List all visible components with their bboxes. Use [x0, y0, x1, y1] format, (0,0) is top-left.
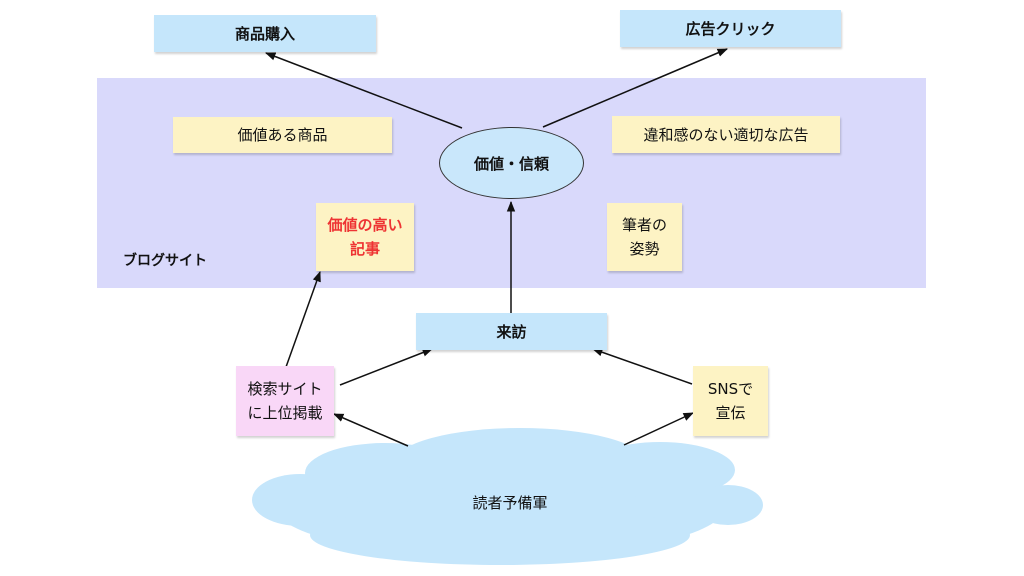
search-ranking-line2: に上位掲載 — [247, 404, 323, 422]
valuable-article-note: 価値の高い 記事 — [316, 203, 414, 271]
valuable-article-line2: 記事 — [349, 240, 380, 258]
valuable-product-label: 価値ある商品 — [237, 126, 328, 144]
sns-promo-note: SNSで 宣伝 — [693, 366, 768, 436]
arrow-search-to-article — [285, 271, 321, 368]
arrow-valuetrust-to-purchase — [265, 52, 463, 129]
writer-stance-note: 筆者の 姿勢 — [607, 203, 682, 271]
readers-label: 読者予備軍 — [472, 494, 548, 512]
visit-node: 来訪 — [416, 313, 607, 350]
appropriate-ad-label: 違和感のない適切な広告 — [643, 125, 809, 144]
purchase-label: 商品購入 — [234, 24, 295, 43]
arrow-readers-to-sns — [623, 412, 694, 446]
writer-stance-line2: 姿勢 — [629, 240, 660, 258]
valuable-product-note: 価値ある商品 — [173, 117, 392, 153]
visit-label: 来訪 — [496, 322, 527, 341]
appropriate-ad-note: 違和感のない適切な広告 — [612, 116, 840, 153]
blog-site-label: ブログサイト — [123, 253, 207, 269]
value-trust-node: 価値・信頼 — [439, 127, 584, 199]
sns-promo-line2: 宣伝 — [715, 404, 746, 422]
valuable-article-line1: 価値の高い — [327, 216, 403, 234]
arrow-valuetrust-to-adclick — [542, 48, 728, 128]
arrow-readers-to-search — [333, 413, 409, 447]
arrow-sns-to-visit — [592, 348, 693, 385]
readers-cloud — [252, 428, 763, 565]
ad-click-node: 広告クリック — [620, 10, 841, 47]
ad-click-label: 広告クリック — [685, 19, 776, 38]
writer-stance-line1: 筆者の — [621, 216, 667, 234]
search-ranking-line1: 検索サイト — [247, 380, 323, 398]
arrow-search-to-visit — [339, 348, 433, 386]
value-trust-label: 価値・信頼 — [473, 154, 549, 173]
search-ranking-note: 検索サイト に上位掲載 — [236, 366, 334, 436]
sns-promo-line1: SNSで — [707, 380, 754, 398]
purchase-node: 商品購入 — [154, 15, 376, 52]
